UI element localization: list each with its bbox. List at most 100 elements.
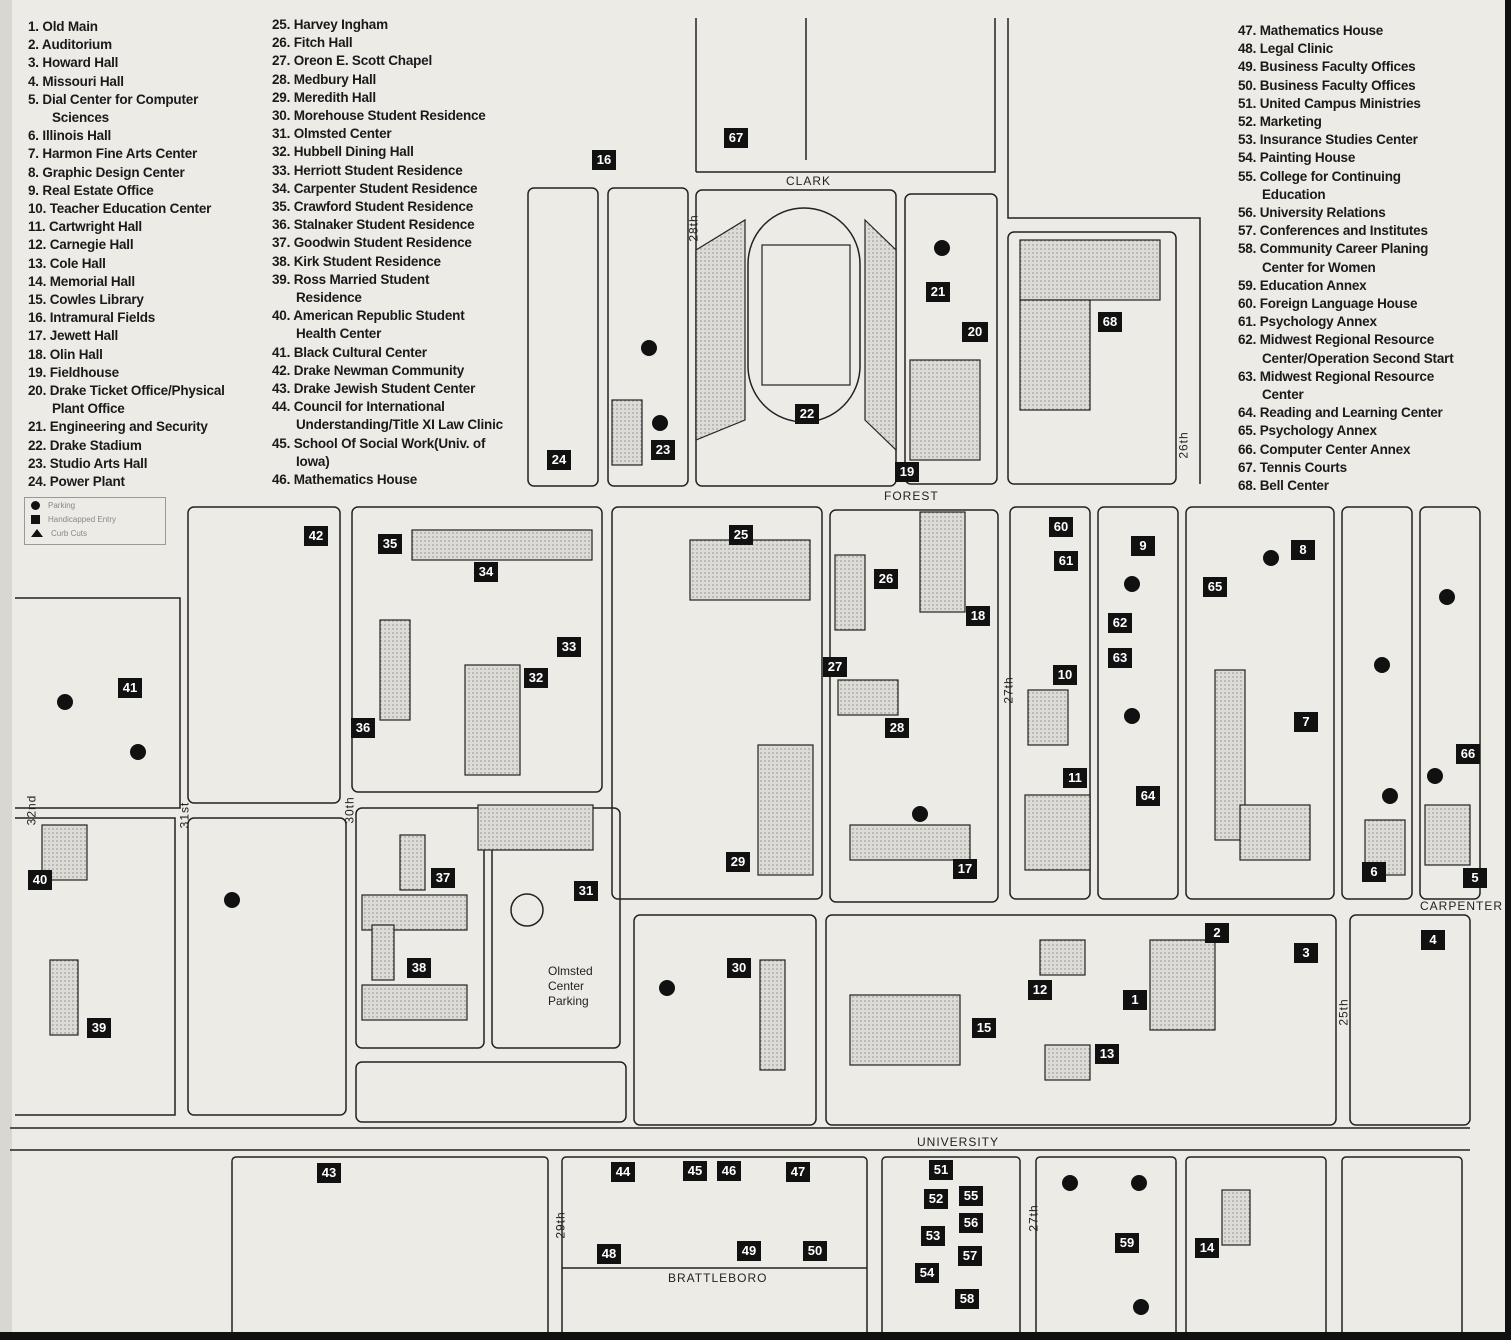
building-marker-61[interactable]: 61 bbox=[1054, 551, 1078, 571]
legend-label: 48. Legal Clinic bbox=[1238, 41, 1334, 57]
building-marker-54[interactable]: 54 bbox=[915, 1263, 939, 1283]
legend-label: 39. Ross Married Student bbox=[272, 271, 430, 287]
legend-label: 10. Teacher Education Center bbox=[28, 201, 212, 217]
legend-label: 32. Hubbell Dining Hall bbox=[272, 144, 414, 160]
legend-label: 40. American Republic Student bbox=[272, 308, 465, 324]
building-marker-20[interactable]: 20 bbox=[962, 322, 988, 342]
legend-item: 11. Cartwright Hall bbox=[28, 218, 225, 236]
building-marker-17[interactable]: 17 bbox=[953, 859, 977, 879]
legend-label: 22. Drake Stadium bbox=[28, 437, 142, 453]
building-marker-47[interactable]: 47 bbox=[786, 1162, 810, 1182]
building-marker-34[interactable]: 34 bbox=[474, 562, 498, 582]
building-marker-31[interactable]: 31 bbox=[574, 881, 598, 901]
legend-item: 47. Mathematics House bbox=[1238, 22, 1454, 40]
building-marker-38[interactable]: 38 bbox=[407, 958, 431, 978]
building-marker-29[interactable]: 29 bbox=[726, 852, 750, 872]
building-marker-8[interactable]: 8 bbox=[1291, 540, 1315, 560]
building-marker-60[interactable]: 60 bbox=[1049, 517, 1073, 537]
building-marker-27[interactable]: 27 bbox=[823, 657, 847, 677]
building-marker-50[interactable]: 50 bbox=[803, 1241, 827, 1261]
building-marker-56[interactable]: 56 bbox=[959, 1213, 983, 1233]
building-marker-42[interactable]: 42 bbox=[304, 526, 328, 546]
building-marker-40[interactable]: 40 bbox=[28, 870, 52, 890]
building-marker-14[interactable]: 14 bbox=[1195, 1238, 1219, 1258]
building-marker-53[interactable]: 53 bbox=[921, 1226, 945, 1246]
parking-dot bbox=[641, 340, 657, 356]
legend-item: 67. Tennis Courts bbox=[1238, 459, 1454, 477]
building-marker-22[interactable]: 22 bbox=[795, 404, 819, 424]
building-marker-55[interactable]: 55 bbox=[959, 1186, 983, 1206]
building-marker-26[interactable]: 26 bbox=[874, 569, 898, 589]
legend-item: 60. Foreign Language House bbox=[1238, 295, 1454, 313]
building-marker-43[interactable]: 43 bbox=[317, 1163, 341, 1183]
street-brattleboro: BRATTLEBORO bbox=[668, 1271, 768, 1285]
legend-item: 31. Olmsted Center bbox=[272, 125, 503, 143]
building-marker-64[interactable]: 64 bbox=[1136, 786, 1160, 806]
building-marker-12[interactable]: 12 bbox=[1028, 980, 1052, 1000]
legend-item: 23. Studio Arts Hall bbox=[28, 455, 225, 473]
building-marker-13[interactable]: 13 bbox=[1095, 1044, 1119, 1064]
building-marker-21[interactable]: 21 bbox=[926, 282, 950, 302]
building-marker-66[interactable]: 66 bbox=[1456, 744, 1480, 764]
building-marker-51[interactable]: 51 bbox=[929, 1160, 953, 1180]
building-marker-11[interactable]: 11 bbox=[1063, 768, 1087, 788]
building-marker-32[interactable]: 32 bbox=[524, 668, 548, 688]
legend-label: 38. Kirk Student Residence bbox=[272, 253, 441, 269]
building-marker-1[interactable]: 1 bbox=[1123, 990, 1147, 1010]
parking-dot bbox=[1374, 657, 1390, 673]
building-marker-5[interactable]: 5 bbox=[1463, 868, 1487, 888]
building-marker-7[interactable]: 7 bbox=[1294, 712, 1318, 732]
building-marker-6[interactable]: 6 bbox=[1362, 862, 1386, 882]
building-marker-3[interactable]: 3 bbox=[1294, 943, 1318, 963]
legend-label: 3. Howard Hall bbox=[28, 55, 119, 71]
legend-item: 66. Computer Center Annex bbox=[1238, 441, 1454, 459]
building-marker-48[interactable]: 48 bbox=[597, 1244, 621, 1264]
building-marker-25[interactable]: 25 bbox=[729, 525, 753, 545]
legend-label: 36. Stalnaker Student Residence bbox=[272, 217, 475, 233]
building-marker-52[interactable]: 52 bbox=[924, 1189, 948, 1209]
legend-item: 15. Cowles Library bbox=[28, 291, 225, 309]
building-marker-4[interactable]: 4 bbox=[1421, 930, 1445, 950]
building-marker-65[interactable]: 65 bbox=[1203, 577, 1227, 597]
legend-item: 14. Memorial Hall bbox=[28, 273, 225, 291]
building-marker-18[interactable]: 18 bbox=[966, 606, 990, 626]
building-marker-44[interactable]: 44 bbox=[611, 1162, 635, 1182]
legend-label-cont: Plant Office bbox=[52, 401, 125, 417]
key-handicapped: Handicapped Entry bbox=[48, 514, 117, 524]
building-marker-46[interactable]: 46 bbox=[717, 1161, 741, 1181]
building-marker-37[interactable]: 37 bbox=[431, 868, 455, 888]
building-marker-16[interactable]: 16 bbox=[592, 150, 616, 170]
building-marker-35[interactable]: 35 bbox=[378, 534, 402, 554]
legend-label: 37. Goodwin Student Residence bbox=[272, 235, 472, 251]
building-marker-30[interactable]: 30 bbox=[727, 958, 751, 978]
building-marker-49[interactable]: 49 bbox=[737, 1241, 761, 1261]
building-marker-15[interactable]: 15 bbox=[972, 1018, 996, 1038]
building-marker-33[interactable]: 33 bbox=[557, 637, 581, 657]
building-marker-24[interactable]: 24 bbox=[547, 450, 571, 470]
building-marker-9[interactable]: 9 bbox=[1131, 536, 1155, 556]
handicapped-entry-icon bbox=[31, 514, 40, 524]
building-marker-63[interactable]: 63 bbox=[1108, 648, 1132, 668]
building-marker-59[interactable]: 59 bbox=[1115, 1233, 1139, 1253]
building-marker-41[interactable]: 41 bbox=[118, 678, 142, 698]
building-marker-68[interactable]: 68 bbox=[1098, 312, 1122, 332]
building-marker-67[interactable]: 67 bbox=[724, 128, 748, 148]
building-marker-19[interactable]: 19 bbox=[895, 462, 919, 482]
building-marker-36[interactable]: 36 bbox=[351, 718, 375, 738]
building-marker-62[interactable]: 62 bbox=[1108, 613, 1132, 633]
building-marker-58[interactable]: 58 bbox=[955, 1289, 979, 1309]
building-marker-10[interactable]: 10 bbox=[1053, 665, 1077, 685]
legend-label: 14. Memorial Hall bbox=[28, 273, 135, 289]
building-marker-23[interactable]: 23 bbox=[651, 440, 675, 460]
key-curb: Curb Cuts bbox=[51, 528, 88, 538]
legend-label: 56. University Relations bbox=[1238, 205, 1386, 221]
legend-label: 28. Medbury Hall bbox=[272, 71, 377, 87]
building-marker-57[interactable]: 57 bbox=[958, 1246, 982, 1266]
building-marker-39[interactable]: 39 bbox=[87, 1018, 111, 1038]
legend-item: 38. Kirk Student Residence bbox=[272, 253, 503, 271]
building-marker-45[interactable]: 45 bbox=[683, 1161, 707, 1181]
building-marker-2[interactable]: 2 bbox=[1205, 923, 1229, 943]
building-marker-28[interactable]: 28 bbox=[885, 718, 909, 738]
